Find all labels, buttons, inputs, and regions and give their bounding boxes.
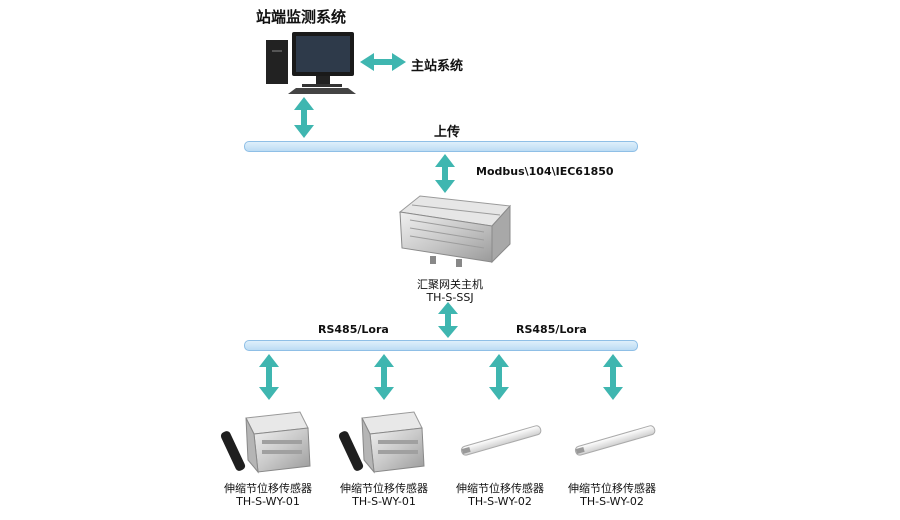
gateway-model: TH-S-SSJ [426,291,474,304]
protocol-label: Modbus\104\IEC61850 [476,165,614,178]
arrow-computer-upload [294,97,314,138]
field-bus-label-right: RS485/Lora [516,323,587,336]
sensor-1-name: 伸缩节位移传感器 [224,482,312,495]
arrow-sensor-1 [259,354,279,400]
sensor-3-name: 伸缩节位移传感器 [456,482,544,495]
upload-bus-label: 上传 [434,125,461,140]
field-bus [244,340,638,351]
master-system-label: 主站系统 [411,59,464,74]
station-system-title: 站端监测系统 [256,8,347,26]
arrow-to-master-station [360,53,406,71]
sensor-2-model: TH-S-WY-01 [352,495,416,508]
sensor-1-icon [220,411,311,474]
arrow-sensor-4 [603,354,623,400]
sensor-2-name: 伸缩节位移传感器 [340,482,428,495]
sensor-4-icon [574,425,656,456]
field-bus-label-left: RS485/Lora [318,323,389,336]
arrow-sensor-2 [374,354,394,400]
gateway-name: 汇聚网关主机 [417,278,483,291]
sensor-2-icon [338,411,425,474]
arrow-group [259,53,623,400]
sensor-1-model: TH-S-WY-01 [236,495,300,508]
computer-icon [266,32,356,94]
sensor-4-model: TH-S-WY-02 [580,495,644,508]
sensor-4-name: 伸缩节位移传感器 [568,482,656,495]
sensor-3-icon [460,425,542,456]
gateway-device-icon [398,195,512,267]
arrow-gateway-field [438,302,458,338]
sensor-3-model: TH-S-WY-02 [468,495,532,508]
upload-bus [244,141,638,152]
arrow-sensor-3 [489,354,509,400]
arrow-upload-gateway [435,154,455,193]
